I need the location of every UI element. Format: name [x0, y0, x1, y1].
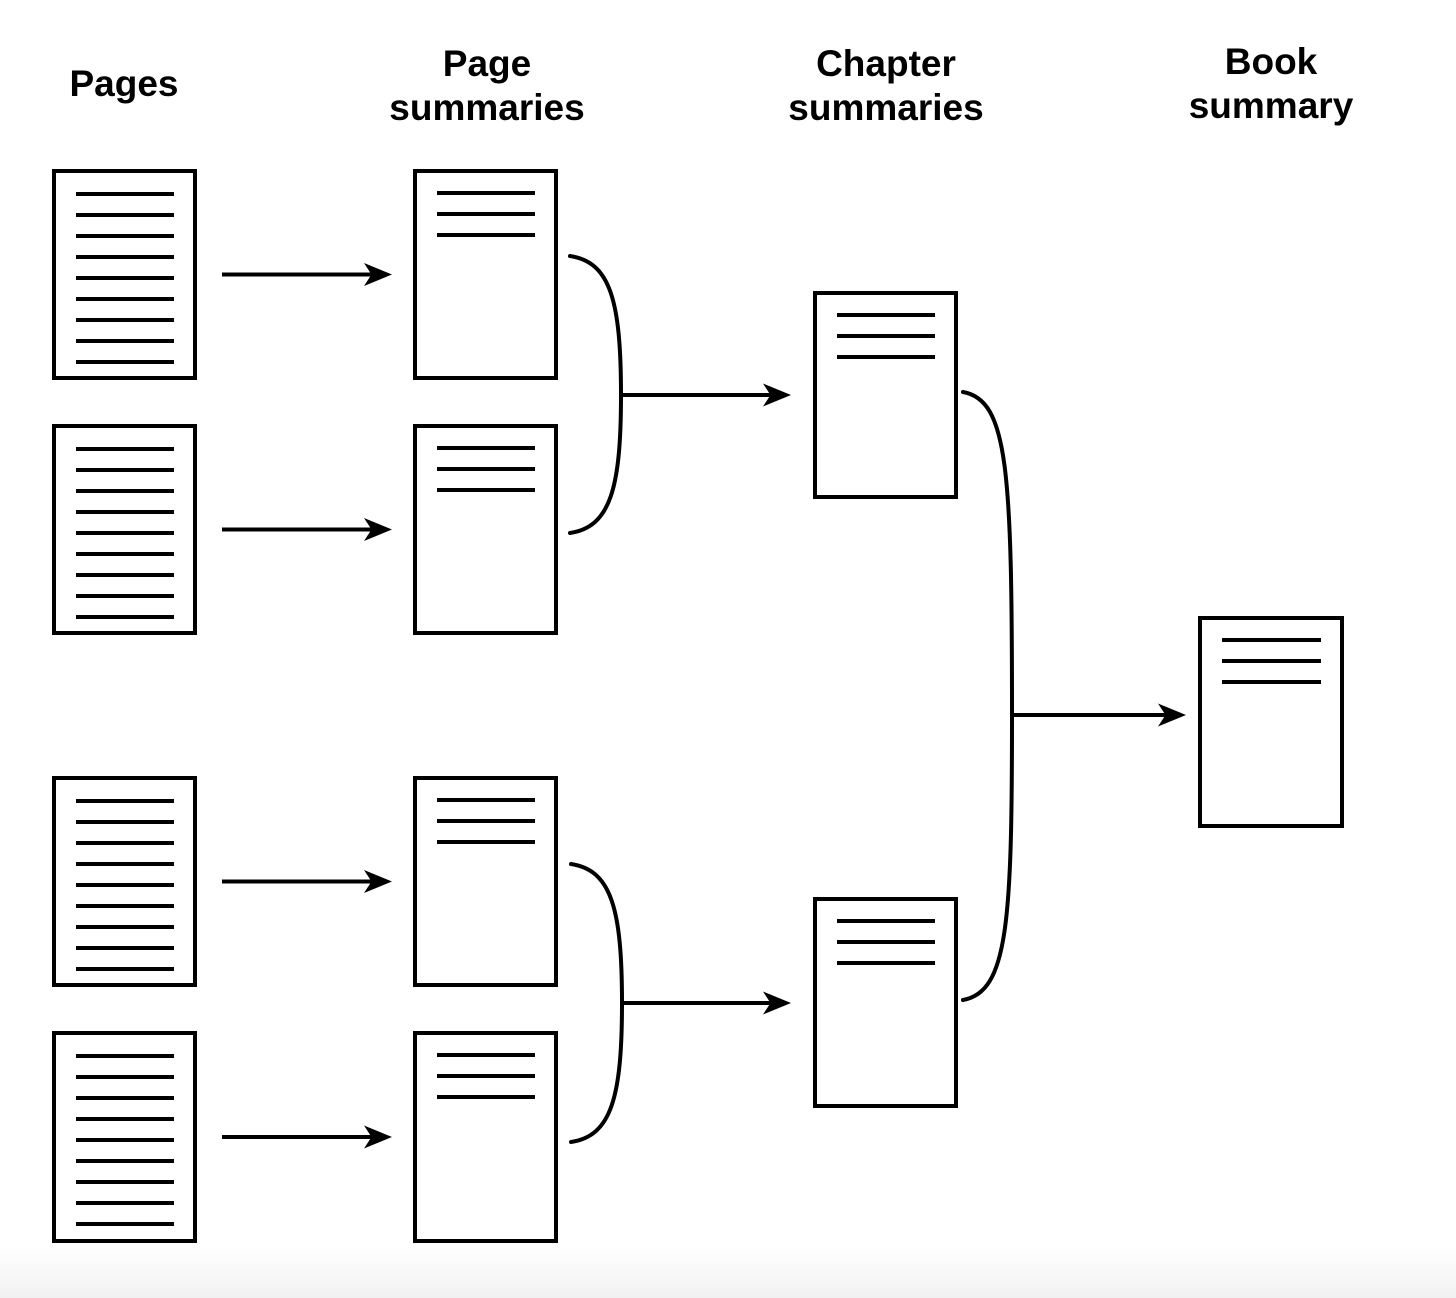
text-line [837, 961, 935, 965]
text-line [76, 276, 174, 280]
text-line [837, 313, 935, 317]
text-line [76, 1180, 174, 1184]
text-line [76, 1222, 174, 1226]
column-header-book-summary: Book summary [1189, 40, 1354, 128]
merge-psum-1-psum-2-to-csum-1-head [763, 383, 791, 407]
text-line [437, 798, 535, 802]
document-csum-2 [813, 897, 958, 1108]
document-page-4 [52, 1031, 197, 1243]
document-page-2 [52, 424, 197, 635]
document-csum-1 [813, 291, 958, 499]
text-line [437, 1074, 535, 1078]
text-line [437, 819, 535, 823]
arrow-page-3-to-psum-3-head [364, 870, 392, 893]
header-line: Book [1224, 41, 1318, 82]
text-line [76, 234, 174, 238]
text-line [76, 255, 174, 259]
merge-psum-1-psum-2-to-csum-1-upper-curve [568, 254, 623, 397]
text-line [76, 1054, 174, 1058]
merge-psum-3-psum-4-to-csum-2-lower-curve [569, 1001, 624, 1144]
text-line [437, 488, 535, 492]
text-line [76, 360, 174, 364]
text-line [76, 318, 174, 322]
text-line [437, 233, 535, 237]
text-line [837, 940, 935, 944]
header-line: Pages [69, 63, 179, 104]
document-page-3 [52, 776, 197, 987]
merge-psum-1-psum-2-to-csum-1-lower-curve [568, 393, 623, 535]
document-bsum-1 [1198, 616, 1344, 828]
text-line [76, 1096, 174, 1100]
text-line [76, 820, 174, 824]
text-line [76, 339, 174, 343]
text-line [76, 1138, 174, 1142]
header-line: summaries [389, 87, 585, 128]
text-line [76, 552, 174, 556]
arrow-page-4-to-psum-4-head [364, 1125, 392, 1149]
arrow-page-2-to-psum-2-head [364, 518, 392, 541]
text-line [76, 192, 174, 196]
document-psum-2 [413, 424, 558, 635]
text-line [76, 904, 174, 908]
text-line [76, 447, 174, 451]
text-line [76, 1201, 174, 1205]
text-line [76, 967, 174, 971]
document-page-1 [52, 169, 197, 380]
text-line [437, 840, 535, 844]
text-line [76, 1117, 174, 1121]
text-line [1222, 659, 1321, 663]
header-line: Chapter [816, 43, 956, 84]
text-line [837, 355, 935, 359]
text-line [76, 862, 174, 866]
text-line [76, 489, 174, 493]
document-psum-1 [413, 169, 558, 380]
arrow-page-1-to-psum-1-head [364, 263, 392, 286]
text-line [76, 1075, 174, 1079]
text-line [1222, 680, 1321, 684]
merge-psum-3-psum-4-to-csum-2-upper-curve [569, 862, 624, 1005]
text-line [76, 594, 174, 598]
document-psum-3 [413, 776, 558, 987]
text-line [437, 1053, 535, 1057]
text-line [76, 1159, 174, 1163]
text-line [76, 510, 174, 514]
merge-csum-1-csum-2-to-bsum-1-head [1158, 703, 1186, 727]
column-header-chapter-summaries: Chapter summaries [788, 42, 983, 130]
text-line [76, 925, 174, 929]
text-line [437, 467, 535, 471]
text-line [1222, 638, 1321, 642]
text-line [76, 468, 174, 472]
text-line [76, 531, 174, 535]
text-line [76, 573, 174, 577]
merge-csum-1-csum-2-to-bsum-1-upper-curve [961, 390, 1014, 717]
text-line [76, 213, 174, 217]
text-line [76, 297, 174, 301]
text-line [76, 799, 174, 803]
header-line: summaries [788, 87, 984, 128]
column-header-page-summaries: Page summaries [389, 42, 584, 130]
text-line [837, 334, 935, 338]
document-psum-4 [413, 1031, 558, 1243]
merge-psum-3-psum-4-to-csum-2-head [763, 991, 791, 1015]
text-line [76, 841, 174, 845]
text-line [76, 615, 174, 619]
text-line [437, 446, 535, 450]
merge-csum-1-csum-2-to-bsum-1-lower-curve [961, 713, 1014, 1002]
text-line [437, 191, 535, 195]
text-line [437, 1095, 535, 1099]
header-line: summary [1188, 85, 1354, 126]
text-line [437, 212, 535, 216]
header-line: Page [442, 43, 532, 84]
text-line [837, 919, 935, 923]
column-header-pages: Pages [69, 62, 178, 106]
text-line [76, 883, 174, 887]
text-line [76, 946, 174, 950]
